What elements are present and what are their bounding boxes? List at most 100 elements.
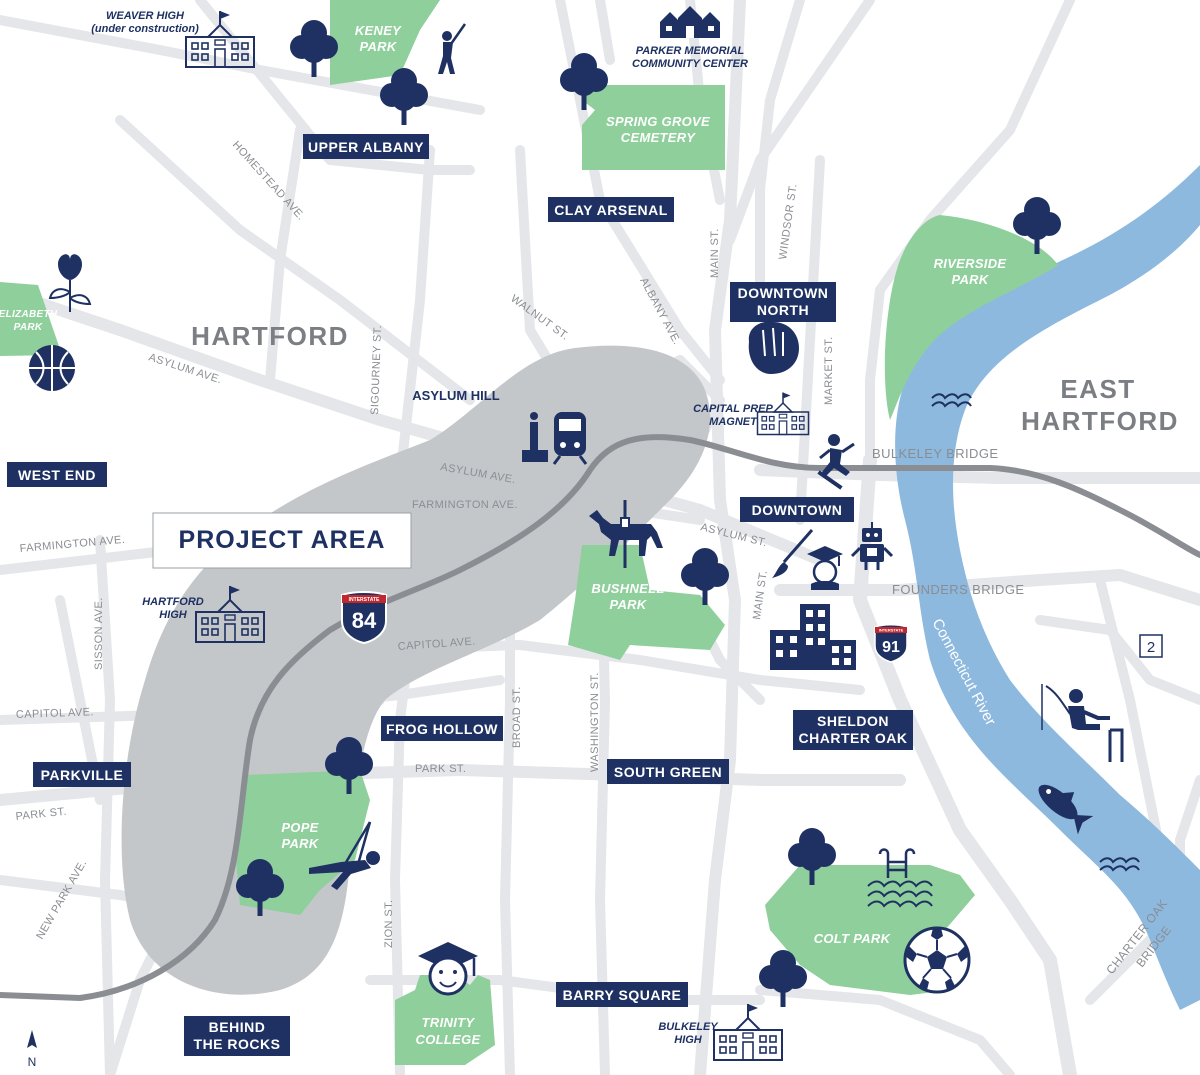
parks-layer <box>0 0 1058 1065</box>
riverside-park-label-2: PARK <box>951 272 989 287</box>
bulkeley-high-label-2: HIGH <box>674 1034 703 1046</box>
downtown-badge: DOWNTOWN <box>740 497 854 522</box>
i84-shield-top: INTERSTATE <box>349 597 380 603</box>
soccer-ball-icon <box>903 926 971 994</box>
svg-text:BARRY SQUARE: BARRY SQUARE <box>563 987 682 1003</box>
founders-bridge-label: FOUNDERS BRIDGE <box>892 582 1024 597</box>
keney-park-area <box>330 0 440 85</box>
spring-grove-label-1: SPRING GROVE <box>606 114 710 129</box>
graduate-icon <box>807 546 843 590</box>
capital-prep-label-2: MAGNET <box>709 416 758 428</box>
park-st-center-label: PARK ST. <box>415 763 466 775</box>
trinity-college-label-2: COLLEGE <box>416 1032 481 1047</box>
paintbrush-icon <box>772 529 814 578</box>
svg-text:DOWNTOWN: DOWNTOWN <box>738 285 829 301</box>
robot-icon <box>850 522 894 570</box>
golfer-icon <box>438 23 467 74</box>
basketball-icon <box>29 345 75 391</box>
hartford-high-label-1: HARTFORD <box>142 596 204 608</box>
i84-shield-number: 84 <box>352 608 377 633</box>
clay-arsenal-badge: CLAY ARSENAL <box>548 197 674 222</box>
swimming-pool-icon <box>867 848 933 908</box>
fisherman-icon <box>1041 684 1124 762</box>
project-area-label: PROJECT AREA <box>179 526 386 554</box>
riverside-park-label-1: RIVERSIDE <box>934 256 1007 271</box>
interstate-84-shield[interactable]: INTERSTATE 84 <box>341 591 387 645</box>
weaver-high-label-1: WEAVER HIGH <box>106 10 185 22</box>
interstate-91-shield[interactable]: INTERSTATE 91 <box>874 624 908 663</box>
svg-text:BEHIND: BEHIND <box>209 1019 266 1035</box>
elizabeth-park-label-2: PARK <box>14 322 43 333</box>
bulkeley-bridge-label: BULKELEY BRIDGE <box>872 446 998 461</box>
house-icon <box>660 6 720 38</box>
baseball-glove-icon <box>748 321 799 374</box>
connecticut-river <box>895 165 1200 1010</box>
svg-text:THE ROCKS: THE ROCKS <box>194 1036 281 1052</box>
rose-icon <box>48 254 92 312</box>
weaver-high-label-2: (under construction) <box>91 23 199 35</box>
capital-prep-label-1: CAPITAL PREP <box>693 403 773 415</box>
colt-park-label: COLT PARK <box>814 931 892 946</box>
i91-shield-top: INTERSTATE <box>879 628 904 633</box>
bushnell-park-label-2: PARK <box>609 597 647 612</box>
parker-memorial-label-1: PARKER MEMORIAL <box>636 45 745 57</box>
riverside-park-area <box>884 215 1058 420</box>
barry-square-badge: BARRY SQUARE <box>556 982 688 1007</box>
water-waves-icon <box>1099 857 1140 872</box>
frog-hollow-badge: FROG HOLLOW <box>381 716 503 741</box>
graduate-icon <box>418 942 478 996</box>
poi-labels: WEAVER HIGH (under construction) PARKER … <box>91 10 773 1046</box>
hartford-high-label-2: HIGH <box>159 609 188 621</box>
pope-park-label-2: PARK <box>281 836 319 851</box>
keney-park-label-2: PARK <box>359 39 397 54</box>
water-waves-icon <box>931 393 972 408</box>
sigourney-st-label: SIGOURNEY ST. <box>369 325 384 415</box>
asylum-hill-label: ASYLUM HILL <box>412 388 499 403</box>
capitol-ave-west-label: CAPITOL AVE. <box>16 706 94 721</box>
spring-grove-label-2: CEMETERY <box>621 130 696 145</box>
spring-grove-area <box>582 85 725 170</box>
svg-text:WEST END: WEST END <box>18 467 96 483</box>
route-2-shield[interactable]: 2 <box>1139 634 1163 658</box>
bushnell-park-label-1: BUSHNELL <box>591 581 664 596</box>
svg-text:DOWNTOWN: DOWNTOWN <box>752 502 843 518</box>
park-labels: KENEY PARK SPRING GROVE CEMETERY RIVERSI… <box>0 23 1006 1047</box>
trinity-college-label-1: TRINITY <box>422 1015 476 1030</box>
farmington-ave-center-label: FARMINGTON AVE. <box>412 499 518 511</box>
svg-text:NORTH: NORTH <box>757 302 809 318</box>
east-hartford-label-line1: EAST <box>1060 374 1135 404</box>
parkville-badge: PARKVILLE <box>33 762 131 787</box>
i91-shield-number: 91 <box>882 639 900 656</box>
route-2-number: 2 <box>1147 639 1155 656</box>
svg-text:UPPER ALBANY: UPPER ALBANY <box>308 139 424 155</box>
behind-the-rocks-badge: BEHIND THE ROCKS <box>184 1016 290 1056</box>
fish-icon <box>1038 784 1094 835</box>
elizabeth-park-label-1: ELIZABETH <box>0 309 58 320</box>
interstate-84-route <box>0 434 1200 1002</box>
hartford-city-label: HARTFORD <box>191 321 349 351</box>
park-st-west-label: PARK ST. <box>15 806 67 823</box>
downtown-north-badge: DOWNTOWN NORTH <box>730 282 836 322</box>
svg-text:SOUTH GREEN: SOUTH GREEN <box>614 764 722 780</box>
train-icon <box>522 412 588 465</box>
swing-icon <box>309 821 380 890</box>
bulkeley-high-label-1: BULKELEY <box>658 1021 719 1033</box>
upper-albany-badge: UPPER ALBANY <box>303 134 429 159</box>
svg-text:SHELDON: SHELDON <box>817 713 889 729</box>
broad-st-label: BROAD ST. <box>511 686 523 748</box>
sheldon-charter-oak-badge: SHELDON CHARTER OAK <box>793 710 913 750</box>
building-icon <box>770 604 856 670</box>
trinity-college-area <box>395 975 495 1065</box>
main-st-north-label: MAIN ST. <box>709 228 721 278</box>
svg-text:PARKVILLE: PARKVILLE <box>41 767 124 783</box>
washington-st-label: WASHINGTON ST. <box>589 672 601 772</box>
skateboarder-icon <box>817 434 855 490</box>
neighborhood-labels: UPPER ALBANY CLAY ARSENAL DOWNTOWN NORTH… <box>7 134 913 1056</box>
zion-st-label: ZION ST. <box>383 900 395 948</box>
bushnell-park-area <box>568 545 725 660</box>
south-green-badge: SOUTH GREEN <box>607 759 729 784</box>
west-end-badge: WEST END <box>7 462 107 487</box>
compass-arrow-icon <box>27 1030 37 1048</box>
capitol-ave-center-label: CAPITOL AVE. <box>397 636 476 653</box>
